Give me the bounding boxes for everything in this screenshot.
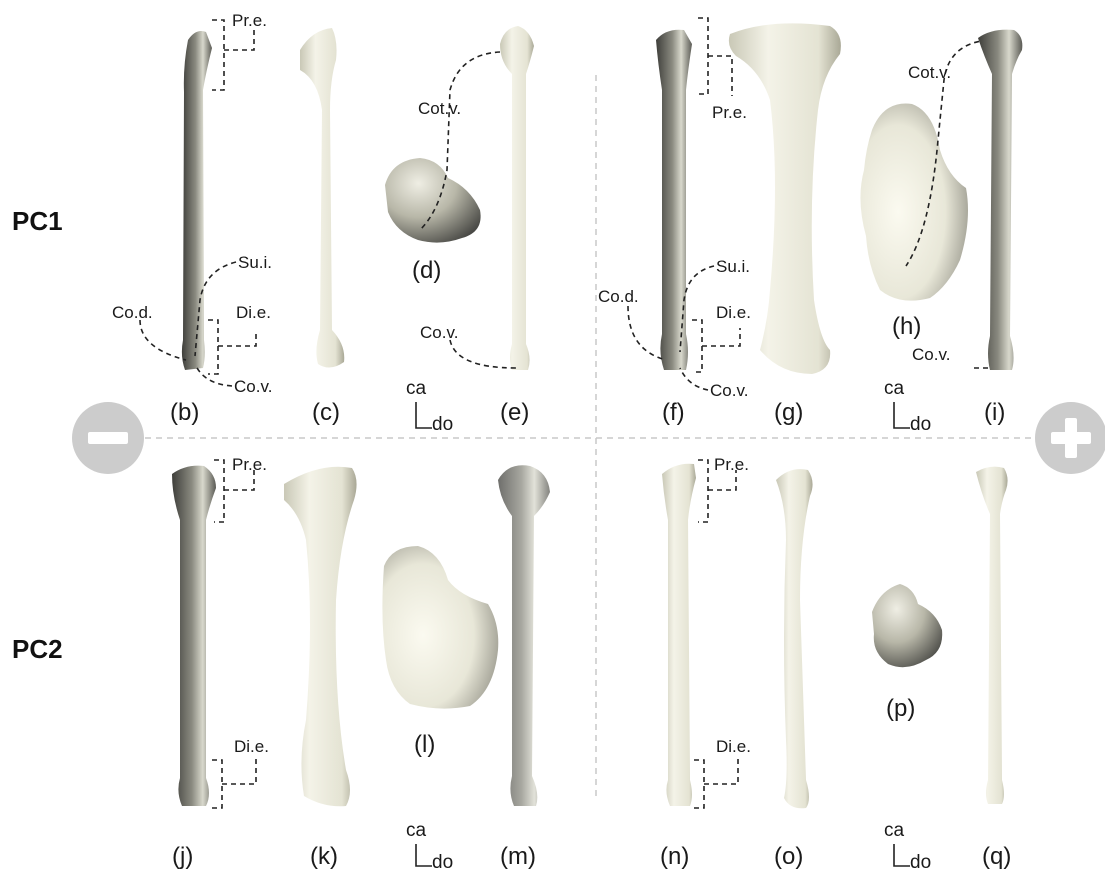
- label-su-i: Su.i.: [716, 257, 750, 276]
- panel-label-h: (h): [892, 313, 921, 340]
- panel-label-i: (i): [984, 399, 1005, 426]
- label-co-v: Co.v.: [912, 345, 950, 364]
- label-di-e: Di.e.: [236, 303, 271, 322]
- panel-label-l: (l): [414, 731, 435, 758]
- annotation-bracket: [212, 758, 256, 808]
- bone-k-image: [284, 467, 357, 807]
- orientation-axes-icon: ca do: [406, 378, 453, 435]
- annotation-bracket: [692, 320, 740, 372]
- panel-label-p: (p): [886, 695, 915, 722]
- panel-label-j: (j): [172, 843, 193, 870]
- row-label-pc2: PC2: [12, 634, 63, 664]
- bone-b-image: [182, 31, 212, 370]
- annotation-leader: [140, 320, 186, 360]
- bone-p-image: [872, 584, 942, 667]
- label-su-i: Su.i.: [238, 253, 272, 272]
- panel-label-k: (k): [310, 843, 338, 870]
- panel-label-c: (c): [312, 399, 340, 426]
- bone-d-image: [385, 158, 481, 243]
- axis-label-do: do: [432, 852, 453, 872]
- label-co-v: Co.v.: [234, 377, 272, 396]
- panel-label-e: (e): [500, 399, 529, 426]
- annotation-leader: [628, 306, 666, 360]
- label-cot-v: Cot.v.: [908, 63, 951, 82]
- axis-label-do: do: [432, 414, 453, 435]
- bone-o-image: [776, 469, 813, 808]
- axis-label-ca: ca: [406, 378, 427, 399]
- bone-e-image: [500, 26, 534, 370]
- annotation-leader: [196, 366, 232, 386]
- label-pr-e: Pr.e.: [714, 455, 749, 474]
- bone-f-image: [656, 30, 692, 370]
- minus-circle-icon: [72, 402, 144, 474]
- panel-label-o: (o): [774, 843, 803, 870]
- label-pr-e: Pr.e.: [232, 455, 267, 474]
- label-di-e: Di.e.: [234, 737, 269, 756]
- label-pr-e: Pr.e.: [232, 11, 267, 30]
- panel-label-b: (b): [170, 399, 199, 426]
- label-di-e: Di.e.: [716, 303, 751, 322]
- bone-l-image: [382, 546, 498, 709]
- annotation-leader: [450, 340, 516, 368]
- bone-m-image: [498, 465, 550, 806]
- row-label-pc1: PC1: [12, 206, 63, 236]
- panel-label-d: (d): [412, 257, 441, 284]
- label-di-e: Di.e.: [716, 737, 751, 756]
- panel-label-g: (g): [774, 399, 803, 426]
- orientation-axes-icon: ca do: [884, 378, 931, 435]
- bone-q-image: [976, 467, 1008, 804]
- label-co-d: Co.d.: [598, 287, 639, 306]
- axis-label-do: do: [910, 852, 931, 872]
- orientation-axes-icon: ca do: [406, 820, 453, 872]
- panel-label-q: (q): [982, 843, 1011, 870]
- bone-j-image: [172, 466, 216, 806]
- label-cot-v: Cot.v.: [418, 99, 461, 118]
- axis-label-ca: ca: [884, 378, 905, 399]
- annotation-bracket: [208, 320, 256, 374]
- axis-label-do: do: [910, 414, 931, 435]
- axis-label-ca: ca: [406, 820, 427, 841]
- label-co-v: Co.v.: [420, 323, 458, 342]
- bone-n-image: [662, 464, 696, 806]
- panel-label-m: (m): [500, 843, 536, 870]
- annotation-leader: [680, 368, 708, 390]
- panel-label-n: (n): [660, 843, 689, 870]
- orientation-axes-icon: ca do: [884, 820, 931, 872]
- plus-circle-icon: [1035, 402, 1105, 474]
- axis-label-ca: ca: [884, 820, 905, 841]
- annotation-bracket: [698, 18, 732, 96]
- label-co-v: Co.v.: [710, 381, 748, 400]
- bone-c-image: [300, 28, 344, 368]
- label-pr-e: Pr.e.: [712, 103, 747, 122]
- panel-label-f: (f): [662, 399, 685, 426]
- annotation-bracket: [694, 758, 738, 808]
- bone-i-image: [978, 30, 1022, 370]
- bone-h-image: [860, 104, 968, 301]
- annotation-bracket: [212, 20, 254, 90]
- label-co-d: Co.d.: [112, 303, 153, 322]
